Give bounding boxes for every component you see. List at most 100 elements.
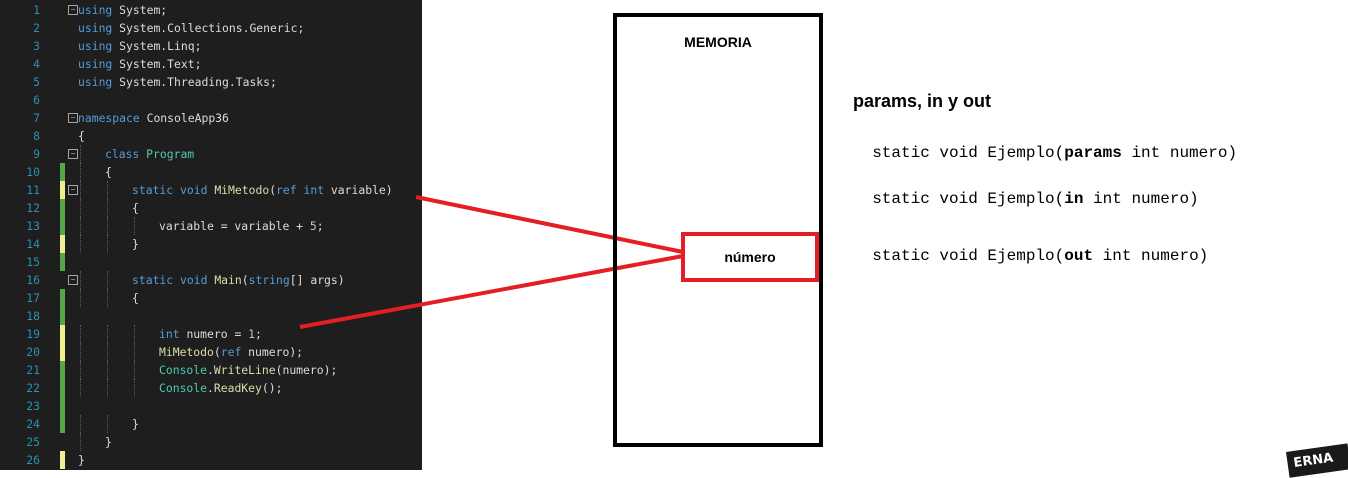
change-indicator (60, 379, 65, 397)
code-line[interactable]: 17 { (0, 289, 422, 307)
signature-suffix: int numero) (1083, 190, 1199, 208)
code-line[interactable]: 10{ (0, 163, 422, 181)
code-token: { (132, 291, 139, 305)
line-number: 18 (26, 309, 40, 323)
code-text: } (105, 433, 112, 451)
code-token: { (105, 165, 112, 179)
code-text: variable = variable + 5; (159, 217, 324, 235)
line-number: 14 (26, 237, 40, 251)
code-text: using System.Linq; (78, 37, 201, 55)
collapse-icon[interactable]: − (68, 113, 78, 123)
code-token: class (105, 147, 140, 161)
code-token: . (207, 381, 214, 395)
change-indicator (60, 163, 65, 181)
signature-keyword: in (1064, 190, 1084, 208)
code-line[interactable]: 6 (0, 91, 422, 109)
code-text: using System.Text; (78, 55, 201, 73)
signature-suffix: int numero) (1121, 144, 1238, 162)
indent-guide (80, 235, 81, 253)
code-line[interactable]: 8{ (0, 127, 422, 145)
line-number: 20 (26, 345, 40, 359)
code-text: using System.Collections.Generic; (78, 19, 304, 37)
line-number: 25 (26, 435, 40, 449)
code-text: static void Main(string[] args) (132, 271, 345, 289)
indent-guide (134, 325, 135, 343)
signature-prefix: static void Ejemplo( (872, 247, 1065, 265)
code-token: using (78, 57, 113, 71)
code-line[interactable]: 3 using System.Linq; (0, 37, 422, 55)
signature-params: static void Ejemplo(params int numero) (853, 126, 1237, 162)
code-line[interactable]: 26} (0, 451, 422, 469)
code-text: int numero = 1; (159, 325, 262, 343)
line-number: 22 (26, 381, 40, 395)
collapse-icon[interactable]: − (68, 275, 78, 285)
line-number: 21 (26, 363, 40, 377)
change-indicator (60, 343, 65, 361)
line-number: 19 (26, 327, 40, 341)
collapse-icon[interactable]: − (68, 149, 78, 159)
line-number: 26 (26, 453, 40, 467)
code-token: void (180, 273, 208, 287)
code-text: using System.Threading.Tasks; (78, 73, 277, 91)
code-token: ; (316, 219, 324, 233)
code-line[interactable]: 25} (0, 433, 422, 451)
code-token: namespace (78, 111, 140, 125)
code-line[interactable]: 1−using System; (0, 1, 422, 19)
collapse-icon[interactable]: − (68, 5, 78, 15)
memory-title: MEMORIA (684, 34, 752, 50)
indent-guide (80, 271, 81, 289)
code-token: 1 (248, 327, 256, 341)
code-line[interactable]: 21 Console.WriteLine(numero); (0, 361, 422, 379)
code-token: (numero); (275, 363, 338, 377)
code-line[interactable]: 24} (0, 415, 422, 433)
arrow-from-parameter (415, 195, 684, 254)
code-text: MiMetodo(ref numero); (159, 343, 303, 361)
line-number: 1 (33, 3, 40, 17)
change-indicator (60, 451, 65, 469)
code-line[interactable]: 14} (0, 235, 422, 253)
code-line[interactable]: 19 int numero = 1; (0, 325, 422, 343)
memory-box: MEMORIA (613, 13, 823, 447)
code-line[interactable]: 7−namespace ConsoleApp36 (0, 109, 422, 127)
indent-guide (107, 379, 108, 397)
code-token: static (132, 273, 174, 287)
code-line[interactable]: 20 MiMetodo(ref numero); (0, 343, 422, 361)
signature-prefix: static void Ejemplo( (872, 190, 1065, 208)
code-line[interactable]: 16−static void Main(string[] args) (0, 271, 422, 289)
code-line[interactable]: 15 (0, 253, 422, 271)
indent-guide (80, 217, 81, 235)
code-token: } (105, 435, 112, 449)
collapse-icon[interactable]: − (68, 185, 78, 195)
code-line[interactable]: 9−class Program (0, 145, 422, 163)
signature-prefix: static void Ejemplo( (872, 144, 1065, 162)
indent-guide (107, 361, 108, 379)
indent-guide (107, 415, 108, 433)
code-token: ConsoleApp36 (146, 111, 229, 125)
code-token: ref (220, 345, 242, 359)
code-text: Console.WriteLine(numero); (159, 361, 337, 379)
indent-guide (80, 415, 81, 433)
code-token: void (180, 183, 208, 197)
change-indicator (60, 289, 65, 307)
line-number: 6 (33, 93, 40, 107)
line-number: 17 (26, 291, 40, 305)
code-token: ReadKey (213, 381, 262, 395)
indent-guide (107, 343, 108, 361)
indent-guide (107, 199, 108, 217)
code-line[interactable]: 12{ (0, 199, 422, 217)
line-number: 3 (33, 39, 40, 53)
code-text: { (105, 163, 112, 181)
code-line[interactable]: 18 (0, 307, 422, 325)
indent-guide (80, 289, 81, 307)
code-token: string (248, 273, 290, 287)
code-line[interactable]: 23 (0, 397, 422, 415)
line-number: 11 (26, 183, 40, 197)
code-line[interactable]: 11−static void MiMetodo(ref int variable… (0, 181, 422, 199)
